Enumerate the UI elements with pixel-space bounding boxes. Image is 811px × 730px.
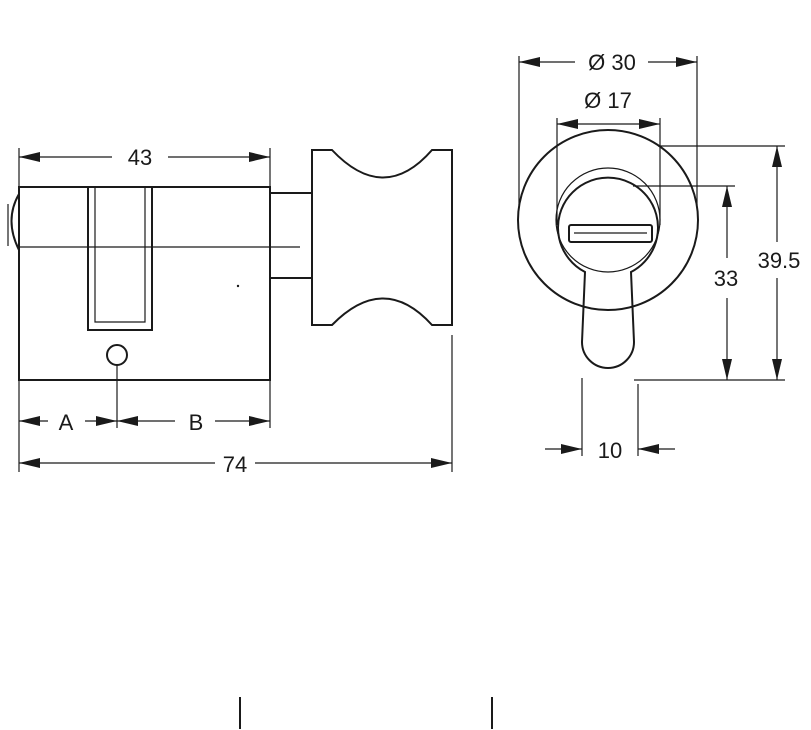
arrow-39-bottom [772, 359, 782, 380]
arrow-17-right [639, 119, 660, 129]
label-diameter-30: Ø 30 [588, 50, 636, 75]
label-33: 33 [714, 266, 738, 291]
arrow-39-top [772, 146, 782, 167]
rose-outer [517, 129, 699, 311]
arrow-30-right [676, 57, 697, 67]
cam-slot-inner [94, 187, 146, 323]
front-view: Ø 30 Ø 17 33 39.5 10 [517, 50, 801, 463]
turn-slot [568, 224, 653, 243]
arrow-74-right [431, 458, 452, 468]
label-43: 43 [128, 145, 152, 170]
side-view: 43 A B 74 [7, 145, 453, 477]
label-74: 74 [223, 452, 247, 477]
label-diameter-17: Ø 17 [584, 88, 632, 113]
label-39-5: 39.5 [758, 248, 801, 273]
rose-inner [555, 167, 661, 273]
arrow-a-left [19, 416, 40, 426]
arrow-33-bottom [722, 359, 732, 380]
cam-slot-outer [87, 187, 153, 331]
knob [311, 149, 453, 326]
arrow-74-left [19, 458, 40, 468]
arrow-33-top [722, 186, 732, 207]
arrow-10-right [638, 444, 659, 454]
arrow-43-left [19, 152, 40, 162]
label-a: A [59, 410, 74, 435]
reference-dot [236, 284, 240, 288]
arrow-30-left [519, 57, 540, 67]
arrow-10-left [561, 444, 582, 454]
arrow-17-left [557, 119, 578, 129]
label-10: 10 [598, 438, 622, 463]
arrow-43-right [249, 152, 270, 162]
arrow-b-right [249, 416, 270, 426]
arrow-b-left [117, 416, 138, 426]
fixing-hole [106, 344, 128, 366]
cylinder-profile [557, 176, 659, 369]
arrow-a-right [96, 416, 117, 426]
label-b: B [189, 410, 204, 435]
end-cap [10, 193, 20, 251]
